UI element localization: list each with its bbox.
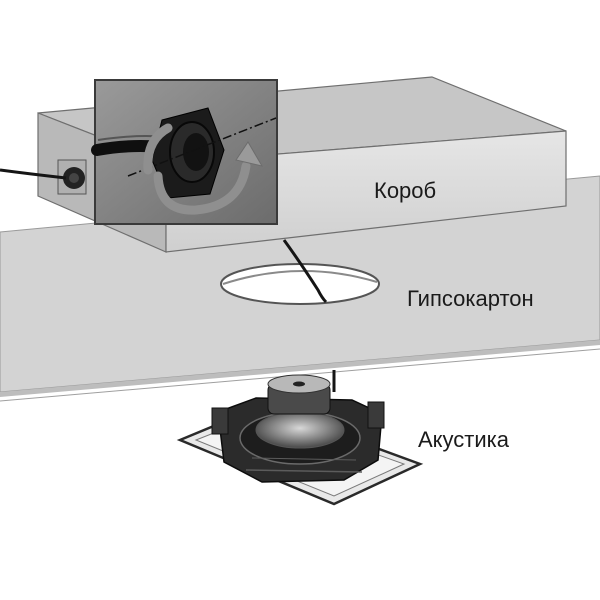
- cable-in: [0, 168, 67, 180]
- rotate-arrow-icon: [143, 123, 264, 215]
- drywall-hole: [220, 263, 380, 305]
- gland-detail-inset: [91, 79, 278, 225]
- cable-through-hole: [282, 239, 328, 304]
- drywall-label: Гипсокартон: [407, 286, 534, 311]
- ceiling-speaker: [176, 370, 424, 506]
- speaker-label: Акустика: [418, 427, 510, 452]
- box-label: Короб: [374, 178, 437, 203]
